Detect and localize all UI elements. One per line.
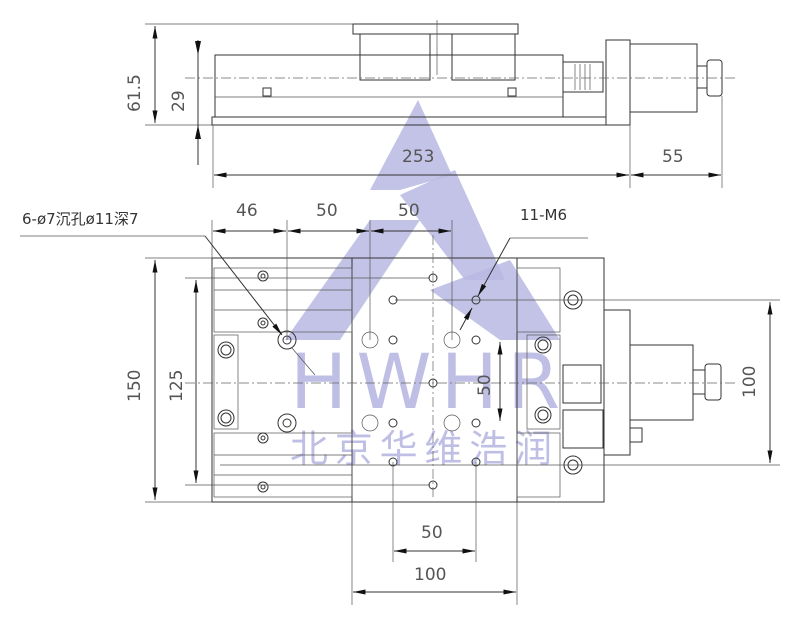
cap-screw-icon [217, 409, 235, 427]
plan-view: 150 125 100 46 50 50 50 50 100 6-ø7沉孔ø11… [20, 201, 780, 605]
counterbore-hole-icon [277, 413, 297, 433]
cap-screw-icon [537, 409, 549, 421]
dim-pitch-a: 50 [316, 201, 338, 221]
bolt-icon [257, 317, 269, 329]
bolt-icon [260, 484, 266, 490]
tapped-hole-icon [388, 335, 398, 345]
hidden-hole-icon [361, 414, 379, 432]
bolt-icon [260, 435, 266, 441]
hidden-hole-icon [443, 414, 461, 432]
dim-motor-length: 55 [662, 147, 684, 167]
bolt-icon [257, 432, 269, 444]
side-view: 61.5 29 253 55 [125, 20, 735, 188]
dim-table-width: 100 [414, 565, 446, 585]
flange-hole-icon [563, 290, 583, 310]
tapped-hole-icon [388, 295, 398, 305]
watermark-logo: HWHR [290, 337, 560, 426]
flange-hole-icon [567, 294, 579, 306]
tapped-hole-icon [471, 418, 481, 428]
counterbore-callout: 6-ø7沉孔ø11深7 [22, 210, 139, 228]
dim-total-height: 61.5 [125, 74, 145, 112]
flange-hole-icon [567, 459, 579, 471]
tapped-hole-icon [471, 335, 481, 345]
dim-pitch-vertical: 50 [475, 374, 495, 396]
dim-pitch-b: 50 [398, 201, 420, 221]
bolt-icon [257, 481, 269, 493]
tapped-holes-callout: 11-M6 [520, 206, 567, 224]
dim-side-span: 100 [740, 366, 760, 398]
dim-length: 253 [402, 147, 434, 167]
watermark-shape [370, 100, 452, 190]
dim-rail-span: 125 [167, 370, 187, 402]
cap-screw-icon [220, 344, 232, 356]
dim-offset-46: 46 [236, 201, 258, 221]
mounting-holes [217, 270, 583, 493]
bolt-icon [260, 320, 266, 326]
dim-width: 150 [125, 370, 145, 402]
counterbore-hole-icon [282, 418, 292, 428]
dim-base-height: 29 [169, 90, 189, 112]
flange-hole-icon [563, 455, 583, 475]
tapped-hole-icon [428, 378, 438, 388]
dim-hole-pitch-x: 50 [421, 523, 443, 543]
tapped-hole-icon [388, 418, 398, 428]
tapped-hole-icon [471, 295, 481, 305]
cap-screw-icon [534, 406, 552, 424]
cap-screw-icon [534, 336, 552, 354]
bolt-icon [257, 270, 269, 282]
knob-icon [704, 363, 722, 401]
cap-screw-icon [537, 339, 549, 351]
cap-screw-icon [220, 412, 232, 424]
bolt-icon [260, 273, 266, 279]
cap-screw-icon [217, 341, 235, 359]
watermark-company: 北京华维浩润 [290, 427, 552, 471]
watermark-shape [400, 170, 505, 280]
